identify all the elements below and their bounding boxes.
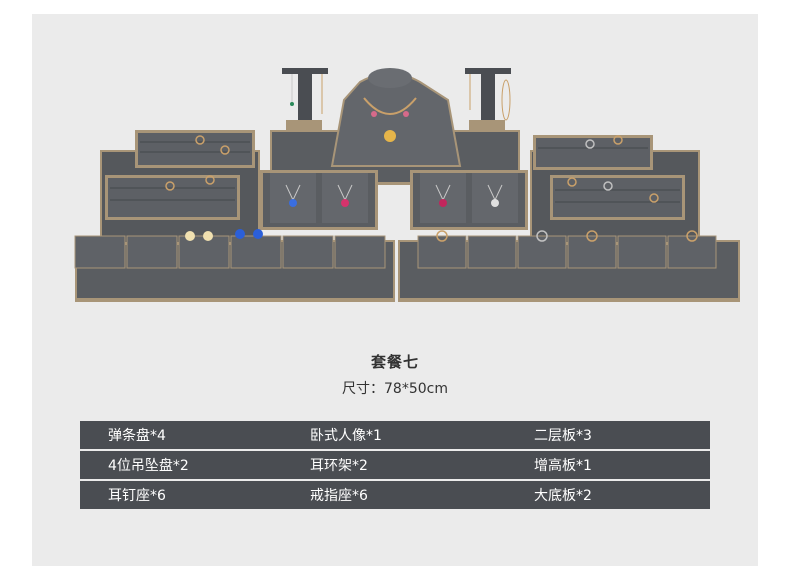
stud-blocks-left [74, 229, 386, 269]
table-cell: 增高板*1 [534, 458, 592, 474]
pendant-tray-left [260, 170, 378, 230]
pendant-tray-right [410, 170, 528, 230]
table-cell: 4位吊坠盘*2 [108, 458, 189, 474]
item-table: 弹条盘*4 卧式人像*1 二层板*3 4位吊坠盘*2 耳环架*2 增高板*1 耳… [80, 421, 710, 511]
necklace-bust [330, 68, 462, 167]
ring-tray-bottom-right [550, 175, 685, 220]
package-title: 套餐七 [370, 353, 419, 371]
earring-stand-right [465, 68, 511, 132]
table-cell: 耳环架*2 [310, 458, 368, 474]
table-cell: 卧式人像*1 [310, 428, 382, 444]
ring-tray-top-right [533, 135, 653, 170]
table-cell: 大底板*2 [534, 488, 592, 504]
product-photo [74, 68, 740, 302]
table-cell: 耳钉座*6 [108, 488, 166, 504]
table-cell: 戒指座*6 [310, 488, 368, 504]
table-row: 弹条盘*4 卧式人像*1 二层板*3 [80, 421, 710, 449]
ring-blocks-right [417, 230, 717, 269]
ring-tray-top-left [135, 130, 255, 168]
ring-tray-bottom-left [105, 175, 240, 220]
table-cell: 二层板*3 [534, 428, 592, 444]
package-size: 尺寸：78*50cm [342, 381, 448, 397]
table-cell: 弹条盘*4 [108, 428, 166, 444]
table-row: 耳钉座*6 戒指座*6 大底板*2 [80, 481, 710, 509]
table-row: 4位吊坠盘*2 耳环架*2 增高板*1 [80, 451, 710, 479]
earring-stand-left [282, 68, 328, 132]
